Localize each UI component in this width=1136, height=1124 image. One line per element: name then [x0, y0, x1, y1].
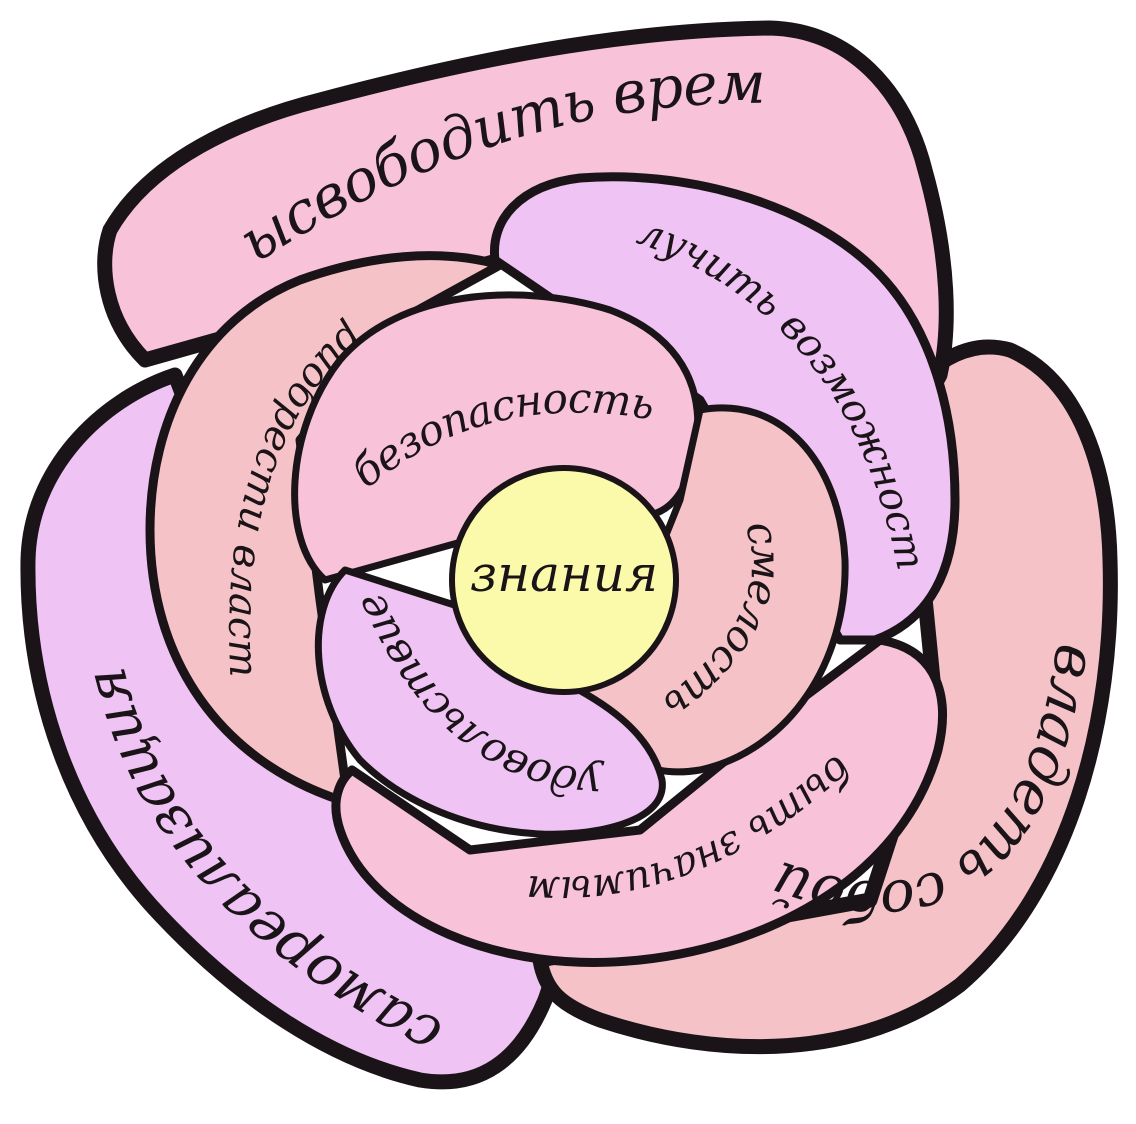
- label-core: знания: [470, 545, 658, 603]
